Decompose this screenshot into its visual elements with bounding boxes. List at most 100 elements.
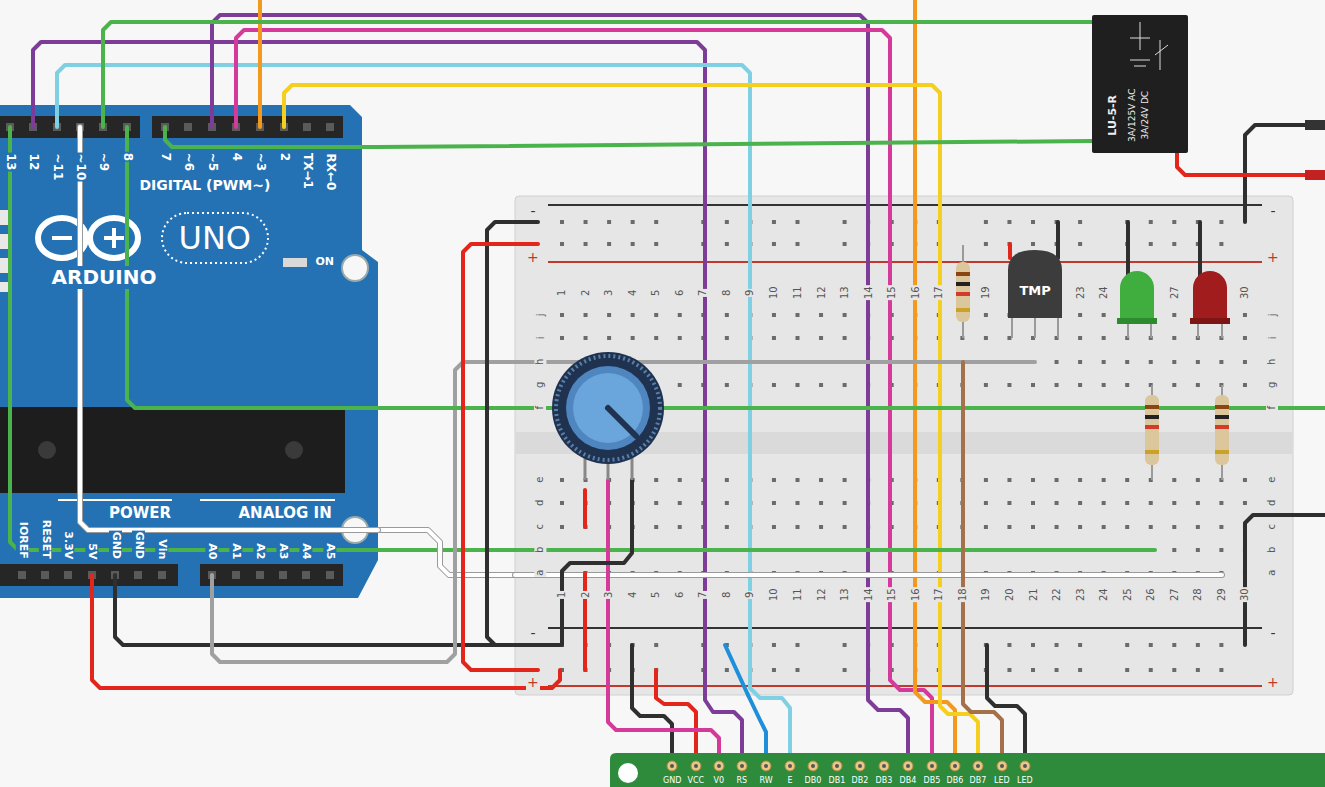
breadboard-hole [560, 478, 564, 482]
breadboard-hole [796, 360, 800, 364]
header-pin [303, 123, 311, 131]
pin-label: Vin [156, 538, 169, 560]
column-number: 24 [1098, 587, 1110, 602]
row-letter: c [1266, 523, 1278, 531]
led-label: ON [315, 256, 336, 269]
pin-label: 3.3V [62, 530, 75, 560]
breadboard-hole [560, 525, 564, 529]
breadboard-hole [1196, 643, 1200, 647]
lcd-pin [670, 764, 674, 768]
header-pin [158, 571, 166, 579]
breadboard-hole [725, 242, 729, 246]
breadboard-hole [1172, 548, 1176, 552]
silkscreen-line [58, 499, 335, 501]
breadboard-hole [584, 668, 588, 672]
breadboard-hole [1078, 525, 1082, 529]
arduino-board: 1312~11~10~987~6~54~32TX→1RX←0DIGITAL (P… [0, 105, 378, 598]
breadboard-hole [1031, 501, 1035, 505]
breadboard-hole [748, 525, 752, 529]
breadboard-hole [584, 501, 588, 505]
breadboard-hole [1031, 668, 1035, 672]
breadboard-hole [1149, 525, 1153, 529]
wire [127, 127, 1325, 408]
breadboard-hole [1007, 643, 1011, 647]
breadboard-hole [984, 360, 988, 364]
breadboard-hole [1243, 525, 1247, 529]
breadboard-hole [843, 220, 847, 224]
breadboard-hole [796, 313, 800, 317]
lcd-pin [927, 761, 937, 771]
breadboard-hole [1078, 548, 1082, 552]
pin-label: 2 [277, 152, 291, 162]
wire [487, 222, 538, 645]
header-pin [6, 123, 334, 579]
breadboard-hole [819, 478, 823, 482]
resistor-symbol [1215, 415, 1229, 419]
breadboard-hole [1172, 242, 1176, 246]
breadboard-hole [1172, 336, 1176, 340]
breadboard-hole [654, 501, 658, 505]
resistor-symbol [1215, 395, 1229, 465]
pin-label: DB7 [969, 776, 988, 785]
breadboard-hole [890, 668, 894, 672]
breadboard-hole [654, 548, 658, 552]
lcd-pin [691, 761, 701, 771]
resistor-symbol [956, 262, 1229, 465]
breadboard-hole [772, 360, 776, 364]
breadboard-hole [701, 478, 705, 482]
breadboard-hole [1125, 525, 1129, 529]
pin-header [0, 564, 178, 586]
column-number: 3 [604, 591, 616, 599]
breadboard-hole [1125, 501, 1129, 505]
breadboard-hole [819, 383, 823, 387]
column-number: 28 [1192, 587, 1204, 602]
breadboard-hole [843, 571, 847, 575]
column-number: 24 [1098, 285, 1110, 300]
breadboard-hole [772, 548, 776, 552]
header-pin [111, 571, 119, 579]
breadboard-hole [843, 668, 847, 672]
breadboard-hole [654, 406, 658, 410]
rail-sign: - [530, 625, 537, 641]
breadboard-hole [960, 313, 964, 317]
breadboard-hole [772, 668, 776, 672]
column-number: 30 [1239, 285, 1251, 300]
header-pin [208, 123, 216, 131]
breadboard-hole [866, 313, 870, 317]
breadboard-hole [631, 525, 635, 529]
breadboard-hole [678, 525, 682, 529]
breadboard-hole [701, 571, 705, 575]
row-letter: g [1266, 381, 1278, 389]
wire [1056, 222, 1060, 258]
breadboard-hole [913, 548, 917, 552]
breadboard-hole [701, 360, 705, 364]
breadboard-hole [678, 336, 682, 340]
pin-header [152, 116, 343, 138]
wire [963, 695, 1002, 753]
pin-label: A3 [277, 542, 290, 560]
header-pin [53, 123, 61, 131]
wire [583, 490, 587, 527]
breadboard-hole [937, 548, 941, 552]
header-pin [76, 123, 84, 131]
rail-sign: - [1270, 203, 1277, 219]
breadboard-hole [1149, 501, 1153, 505]
potentiometer-symbol [552, 352, 664, 480]
breadboard-hole [1055, 383, 1059, 387]
breadboard-hole [1149, 220, 1153, 224]
breadboard-hole [937, 220, 941, 224]
breadboard-hole [1007, 548, 1011, 552]
lcd-pin [667, 761, 1030, 771]
breadboard-hole [796, 668, 800, 672]
row-letter: j [1266, 312, 1278, 317]
breadboard-hole [937, 525, 941, 529]
breadboard-hole [866, 406, 870, 410]
wire [961, 362, 965, 695]
breadboard-hole [1102, 313, 1106, 317]
breadboard-hole [890, 406, 894, 410]
header-pin [123, 123, 131, 131]
breadboard-hole [1102, 336, 1106, 340]
column-number: 20 [1004, 587, 1016, 602]
wire [608, 695, 719, 753]
breadboard-hole [960, 525, 964, 529]
